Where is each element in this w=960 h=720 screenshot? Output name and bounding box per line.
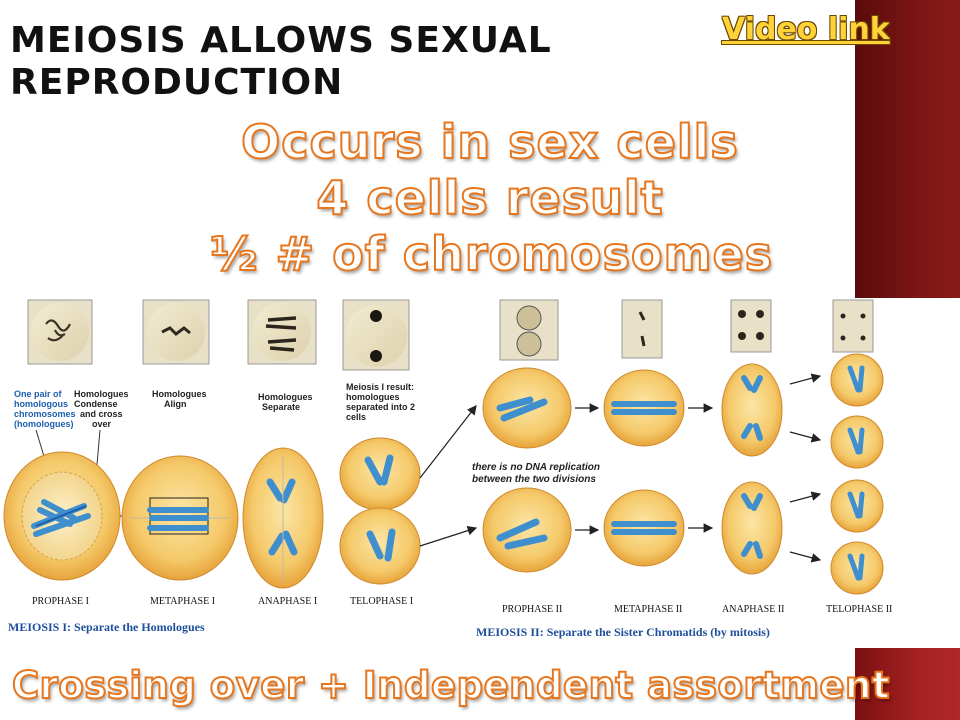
caption-meiosis-1: MEIOSIS I: Separate the Homologues	[8, 620, 205, 634]
accent-bar-bottom	[855, 648, 960, 720]
key-point-four-cells: 4 cells result	[315, 170, 664, 226]
svg-text:homologous: homologous	[14, 399, 68, 409]
svg-text:One pair of: One pair of	[14, 389, 63, 399]
note-homologues-separate: Homologues Separate	[258, 392, 313, 412]
key-points: Occurs in sex cells 4 cells result ½ # o…	[209, 114, 774, 282]
note-meiosis1-result: Meiosis I result: homologues separated i…	[346, 382, 415, 422]
micrograph-prophase-1	[27, 299, 93, 365]
meiosis-diagram: One pair of homologous chromosomes (homo…	[0, 296, 900, 648]
micrograph-prophase-2	[499, 299, 559, 361]
label-anaphase-2: ANAPHASE II	[722, 604, 785, 615]
svg-text:Align: Align	[164, 399, 187, 409]
svg-text:over: over	[92, 419, 112, 429]
svg-text:Homologues: Homologues	[258, 392, 313, 402]
caption-meiosis-2: MEIOSIS II: Separate the Sister Chromati…	[476, 625, 770, 639]
micrograph-metaphase-2	[621, 299, 663, 359]
cell-metaphase-2-top	[603, 369, 685, 447]
cell-telophase-1	[339, 437, 421, 585]
svg-text:and cross: and cross	[80, 409, 123, 419]
svg-text:chromosomes: chromosomes	[14, 409, 76, 419]
cell-telophase-2-2	[830, 415, 884, 469]
svg-text:Separate: Separate	[262, 402, 300, 412]
cell-anaphase-2-top	[721, 363, 783, 457]
label-metaphase-2: METAPHASE II	[614, 604, 682, 615]
micrograph-metaphase-1	[142, 299, 210, 365]
note-no-dna-replication: there is no DNA replication between the …	[472, 462, 600, 485]
svg-text:cells: cells	[346, 412, 366, 422]
svg-text:separated into 2: separated into 2	[346, 402, 415, 412]
slide-title: Meiosis allows sexual reproduction	[10, 20, 570, 104]
label-metaphase-1: METAPHASE I	[150, 596, 215, 607]
note-homologues-condense: Homologues Condense and cross over	[74, 389, 129, 429]
svg-text:between the two divisions: between the two divisions	[472, 474, 596, 485]
key-point-sex-cells: Occurs in sex cells	[240, 114, 739, 170]
cell-telophase-2-4	[830, 541, 884, 595]
meiosis-diagram-svg: One pair of homologous chromosomes (homo…	[3, 299, 892, 639]
svg-text:Homologues: Homologues	[74, 389, 129, 399]
label-prophase-1: PROPHASE I	[32, 596, 89, 607]
micrograph-telophase-1	[342, 299, 410, 371]
cell-anaphase-1	[242, 447, 324, 589]
title-line-2: reproduction	[10, 62, 344, 103]
note-homologous-pair: One pair of homologous chromosomes (homo…	[14, 389, 76, 429]
cell-prophase-1	[3, 451, 121, 581]
key-point-half-chromosomes: ½ # of chromosomes	[209, 226, 774, 282]
accent-bar-top	[855, 0, 960, 298]
cell-telophase-2-1	[830, 353, 884, 407]
label-anaphase-1: ANAPHASE I	[258, 596, 317, 607]
label-telophase-2: TELOPHASE II	[826, 604, 892, 615]
cell-metaphase-2-bottom	[603, 489, 685, 567]
label-telophase-1: TELOPHASE I	[350, 596, 413, 607]
bottom-key-point: Crossing over + Independent assortment	[11, 663, 891, 708]
svg-text:homologues: homologues	[346, 392, 400, 402]
micrograph-anaphase-1	[247, 299, 317, 365]
svg-text:Meiosis I result:: Meiosis I result:	[346, 382, 414, 392]
svg-text:Homologues: Homologues	[152, 389, 207, 399]
cell-prophase-2-top	[482, 367, 572, 449]
cell-prophase-2-bottom	[482, 487, 572, 573]
micrograph-anaphase-2	[730, 299, 772, 353]
cell-telophase-2-3	[830, 479, 884, 533]
svg-text:there is no DNA replication: there is no DNA replication	[472, 462, 600, 473]
note-homologues-align: Homologues Align	[152, 389, 207, 409]
title-line-1: Meiosis allows sexual	[10, 20, 552, 61]
svg-text:Condense: Condense	[74, 399, 118, 409]
label-prophase-2: PROPHASE II	[502, 604, 562, 615]
cell-metaphase-1	[121, 455, 239, 581]
micrograph-telophase-2	[832, 299, 874, 353]
video-link[interactable]: Video link	[722, 12, 890, 47]
cell-anaphase-2-bottom	[721, 481, 783, 575]
svg-text:(homologues): (homologues)	[14, 419, 74, 429]
